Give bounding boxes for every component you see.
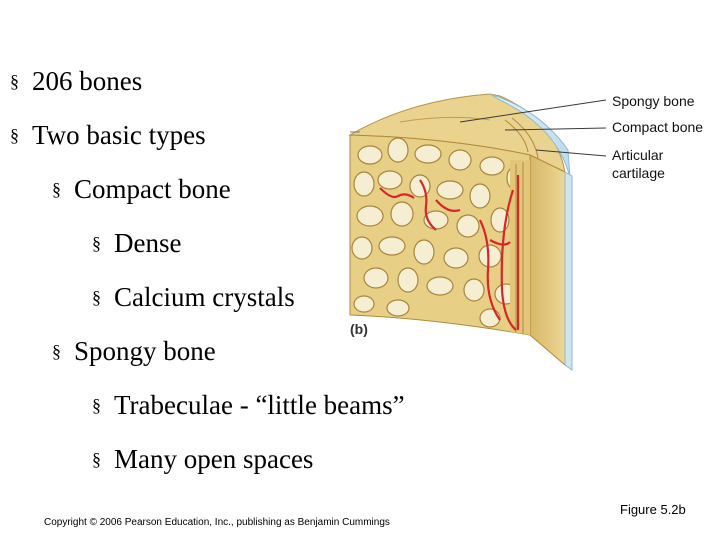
bone-cross-section-illustration: Spongy bone Compact bone Articular carti… <box>348 93 703 371</box>
bullet-glyph: § <box>10 125 19 145</box>
bullet-text: Two basic types <box>32 120 206 150</box>
bullet-glyph: § <box>92 449 101 469</box>
bullet-text: Dense <box>114 228 182 258</box>
trabeculae-spaces <box>351 137 526 328</box>
bullet-two-basic-types: § Two basic types <box>10 122 206 149</box>
label-cartilage: cartilage <box>612 165 665 181</box>
bullet-text: Compact bone <box>74 174 231 204</box>
bullet-glyph: § <box>92 287 101 307</box>
bullet-glyph: § <box>52 341 61 361</box>
bullet-text: Calcium crystals <box>114 282 295 312</box>
bullet-compact-bone: § Compact bone <box>52 176 231 203</box>
bullet-text: Many open spaces <box>114 444 314 474</box>
bullet-many-open-spaces: § Many open spaces <box>92 446 313 473</box>
label-articular: Articular <box>612 147 664 163</box>
bullet-text: Spongy bone <box>74 336 216 366</box>
label-leader-lines <box>459 99 607 157</box>
copyright-notice: Copyright © 2006 Pearson Education, Inc.… <box>44 517 390 528</box>
bone-side-face <box>529 154 566 367</box>
bullet-text: 206 bones <box>32 66 143 96</box>
bullet-glyph: § <box>10 71 19 91</box>
bullet-glyph: § <box>92 233 101 253</box>
bullet-text: Trabeculae - “little beams” <box>114 390 405 420</box>
panel-label: (b) <box>350 321 368 337</box>
label-spongy-bone: Spongy bone <box>612 93 695 109</box>
bullet-dense: § Dense <box>92 230 181 257</box>
bullet-206-bones: § 206 bones <box>10 68 142 95</box>
bullet-spongy-bone: § Spongy bone <box>52 338 216 365</box>
blood-vessels <box>379 175 520 331</box>
bullet-calcium-crystals: § Calcium crystals <box>92 284 295 311</box>
cartilage-side <box>564 171 573 371</box>
bullet-glyph: § <box>92 395 101 415</box>
bullet-trabeculae: § Trabeculae - “little beams” <box>92 392 405 419</box>
label-compact-bone: Compact bone <box>612 119 703 135</box>
bullet-glyph: § <box>52 179 61 199</box>
compact-bone-band <box>510 160 530 335</box>
figure-reference: Figure 5.2b <box>620 502 686 517</box>
